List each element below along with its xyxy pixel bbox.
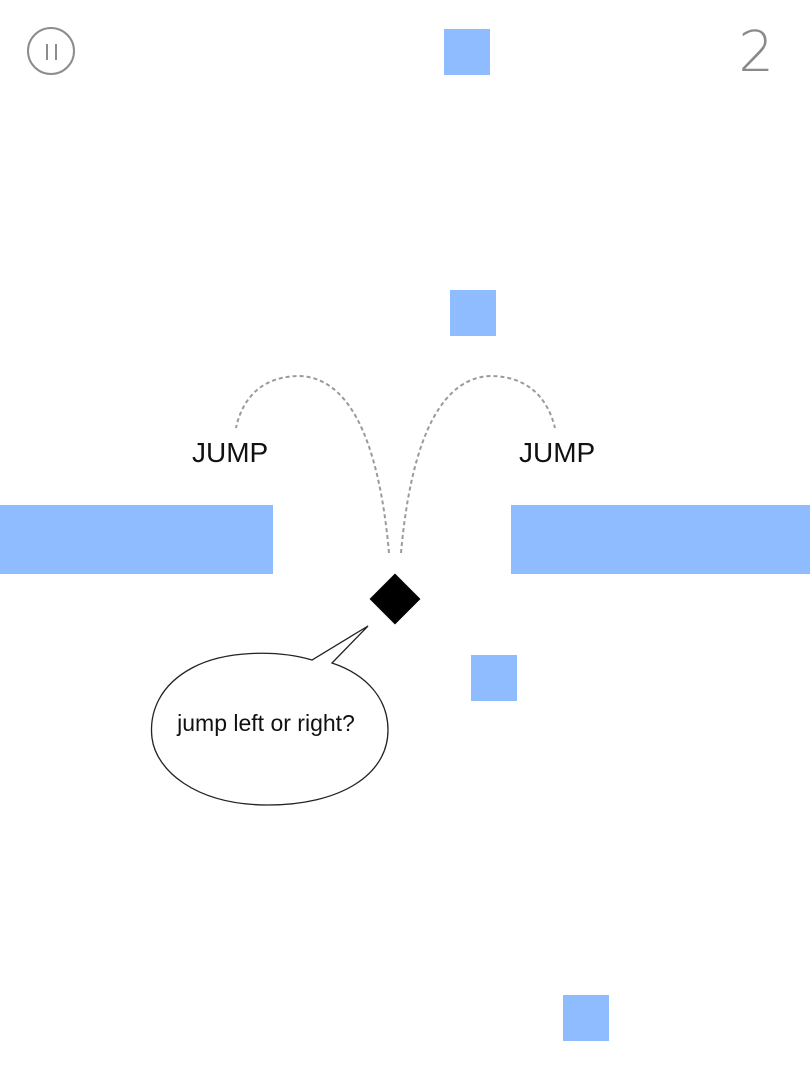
player-diamond: [369, 573, 421, 625]
right-wall: [511, 505, 810, 574]
pause-icon: [55, 44, 57, 60]
speech-bubble-text: jump left or right?: [177, 710, 355, 736]
floating-block: [444, 29, 490, 75]
score-counter: 2: [738, 20, 774, 85]
pause-icon: [46, 44, 48, 60]
floating-block: [471, 655, 517, 701]
jump-left-label: JUMP: [192, 437, 269, 468]
jump-right-label: JUMP: [519, 437, 596, 468]
floating-block: [563, 995, 609, 1041]
pause-button[interactable]: [27, 27, 75, 75]
floating-block: [450, 290, 496, 336]
left-wall: [0, 505, 273, 574]
